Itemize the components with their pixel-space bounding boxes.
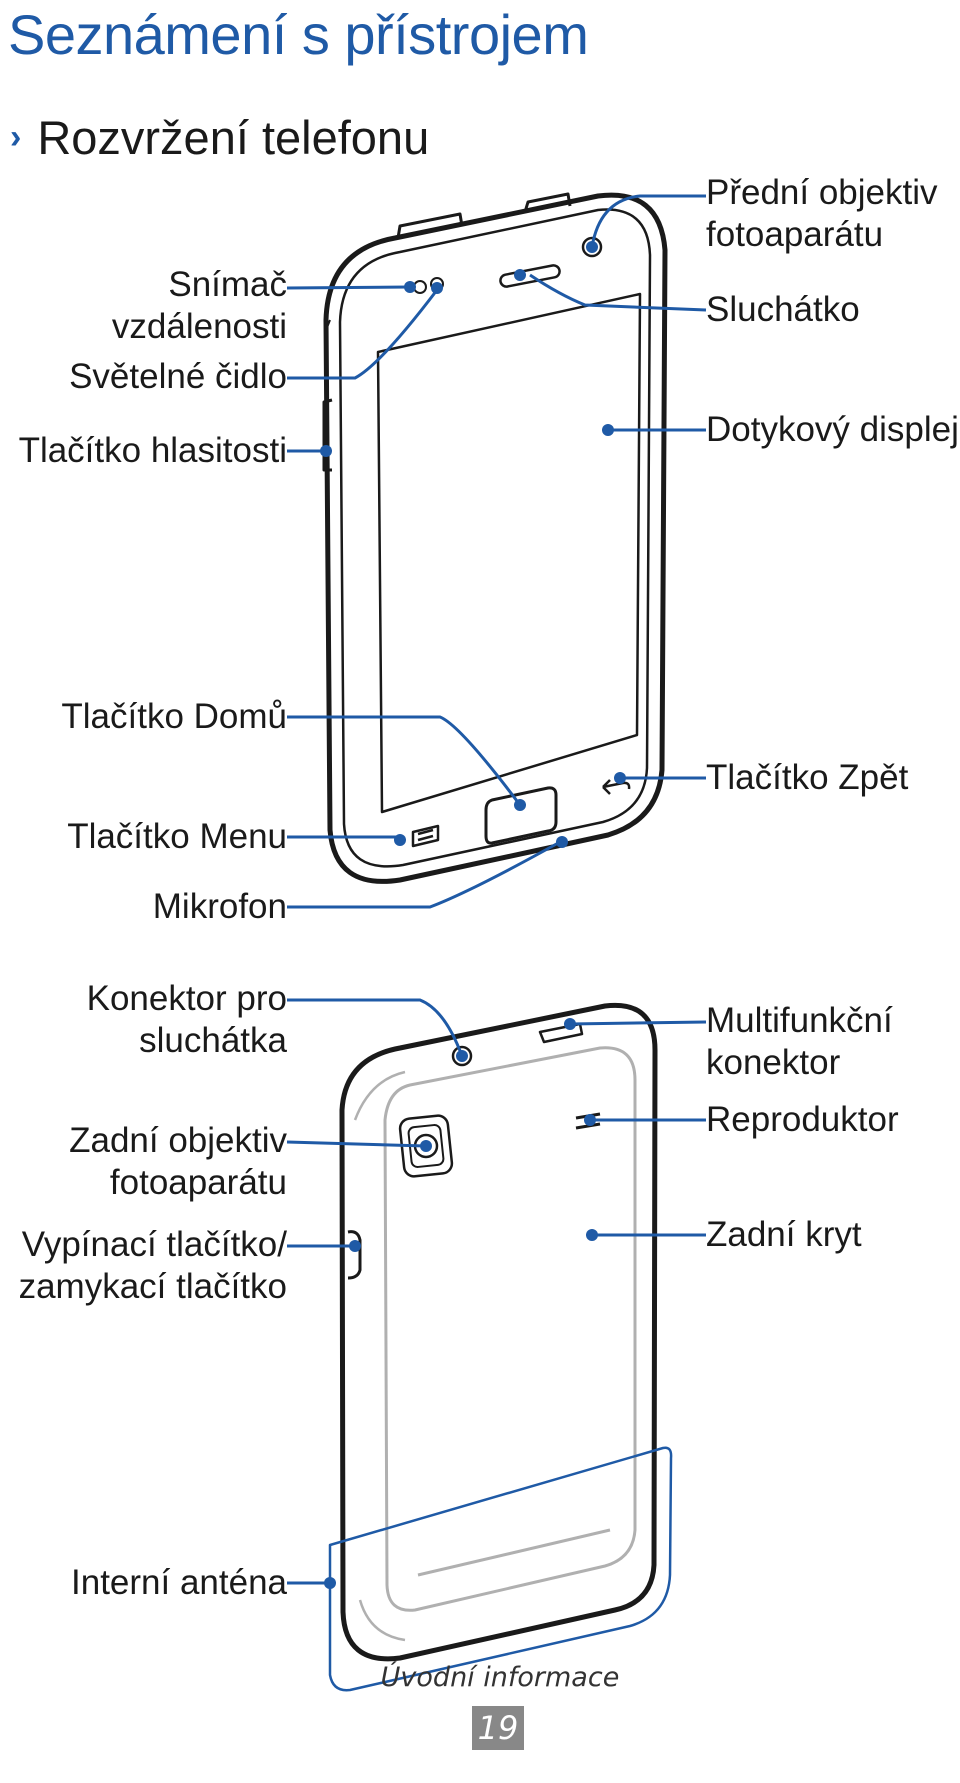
- label-menu-key: Tlačítko Menu: [67, 817, 287, 856]
- label-earpiece: Sluchátko: [706, 290, 860, 329]
- volume-key-side: [322, 398, 333, 472]
- side-detail: [325, 319, 331, 331]
- front-phone-bezel: [338, 208, 652, 868]
- home-button: [484, 786, 558, 845]
- front-top-ridge: [396, 212, 464, 239]
- label-power-key: Vypínací tlačítko/ zamykací tlačítko: [18, 1225, 287, 1306]
- dot-headset-jack: [456, 1050, 468, 1062]
- dot-touchscreen: [602, 424, 614, 436]
- rear-camera-frame: [407, 1124, 445, 1168]
- front-display: [376, 292, 642, 814]
- dot-multifunction-jack: [564, 1018, 576, 1030]
- menu-key-icon: [411, 824, 440, 848]
- label-back-cover: Zadní kryt: [706, 1215, 862, 1254]
- label-light-sensor: Světelné čidlo: [69, 357, 287, 396]
- rear-camera-housing: [398, 1114, 454, 1178]
- label-headset-jack: Konektor pro sluchátka: [86, 979, 287, 1060]
- dot-home-key: [514, 799, 526, 811]
- front-top-ridge-2: [523, 192, 572, 213]
- label-microphone: Mikrofon: [152, 887, 287, 926]
- label-proximity-sensor: Snímač vzdálenosti: [111, 265, 287, 346]
- dot-back-key: [614, 772, 626, 784]
- back-corner-detail-2: [358, 1599, 406, 1642]
- front-camera-lens: [581, 236, 603, 258]
- power-key-side: [347, 1230, 362, 1280]
- dot-speaker: [584, 1114, 596, 1126]
- section-heading: › Rozvržení telefonu: [10, 110, 429, 165]
- section-title: Rozvržení telefonu: [37, 111, 430, 164]
- back-key-icon: [602, 779, 631, 795]
- dot-menu-key: [394, 834, 406, 846]
- front-phone-illustration: [322, 192, 668, 884]
- dot-antenna: [324, 1577, 336, 1589]
- page-number: 19: [472, 1706, 524, 1750]
- dot-microphone: [556, 836, 568, 848]
- dot-earpiece: [514, 269, 526, 281]
- dot-front-camera: [586, 241, 598, 253]
- callout-dots: [320, 241, 626, 1589]
- label-volume-key: Tlačítko hlasitosti: [18, 431, 287, 470]
- dot-back-cover: [586, 1229, 598, 1241]
- dot-rear-camera: [420, 1140, 432, 1152]
- callout-lines: [286, 194, 707, 1585]
- dot-power-key: [349, 1240, 361, 1252]
- earpiece-grille: [499, 264, 561, 288]
- speaker-grille-line-2: [575, 1122, 601, 1130]
- back-cover-groove: [417, 1528, 611, 1577]
- back-cover-inner: [383, 1046, 637, 1612]
- label-front-camera: Přední objektiv fotoaparátu: [706, 173, 938, 254]
- label-touchscreen: Dotykový displej: [706, 410, 959, 449]
- dot-light-sensor: [431, 282, 443, 294]
- label-back-key: Tlačítko Zpět: [706, 758, 909, 797]
- label-rear-camera: Zadní objektiv fotoaparátu: [69, 1121, 287, 1202]
- dot-proximity-sensor: [404, 281, 416, 293]
- page-title: Seznámení s přístrojem: [8, 3, 589, 66]
- chevron-right-icon: ›: [10, 118, 22, 156]
- label-home-key: Tlačítko Domů: [61, 697, 287, 736]
- back-corner-detail-1: [353, 1070, 406, 1121]
- footer-section: Úvodní informace: [380, 1662, 620, 1693]
- label-speaker: Reproduktor: [706, 1100, 899, 1139]
- antenna-region: [328, 1446, 673, 1692]
- dot-volume-key: [320, 445, 332, 457]
- headset-jack-hole: [451, 1045, 473, 1067]
- back-phone-illustration: [328, 1002, 673, 1692]
- label-antenna: Interní anténa: [71, 1563, 287, 1602]
- label-multifunction-jack: Multifunkční konektor: [706, 1001, 893, 1082]
